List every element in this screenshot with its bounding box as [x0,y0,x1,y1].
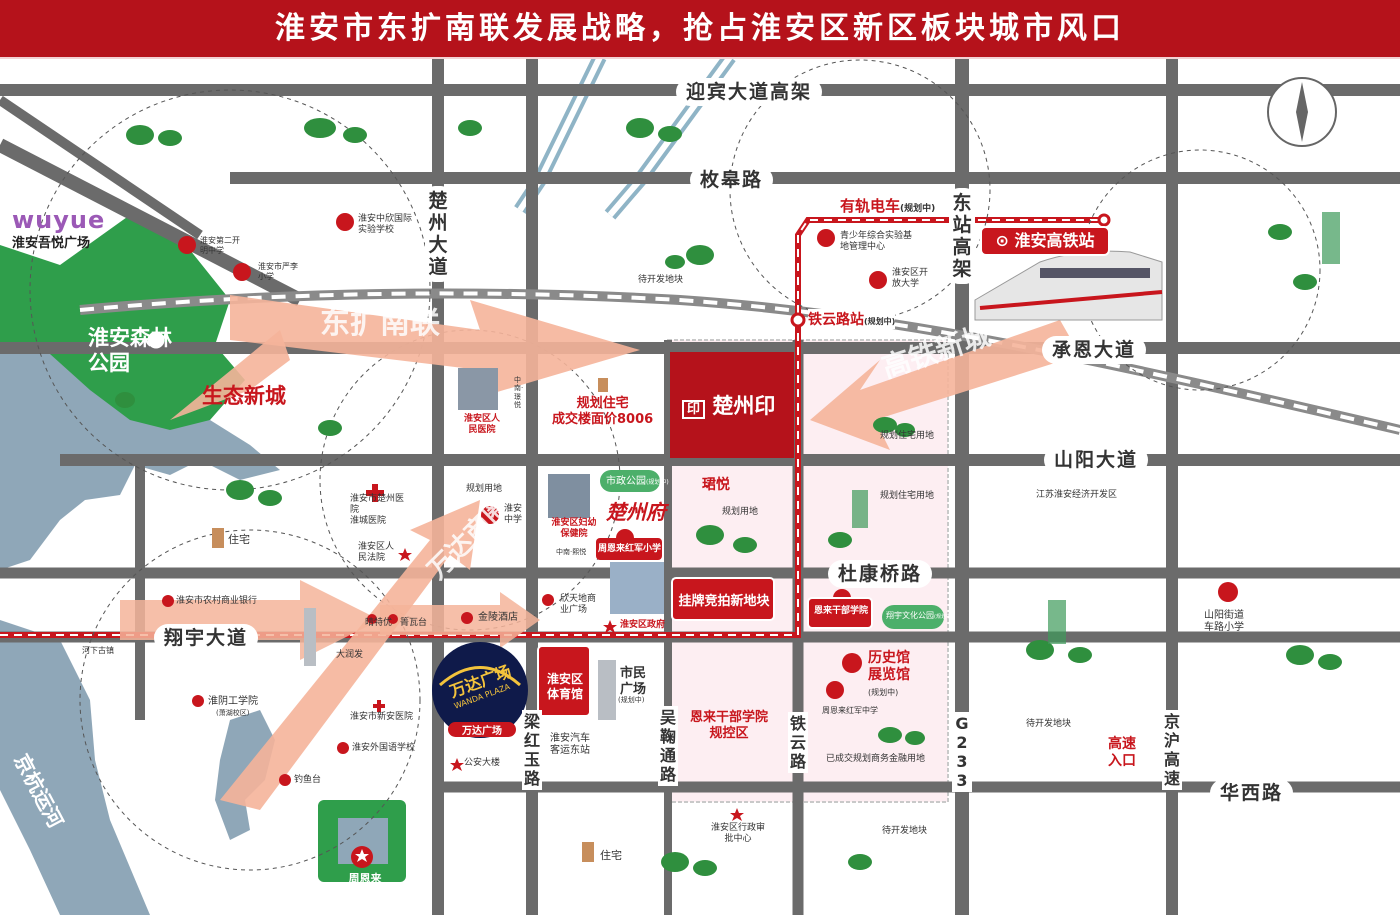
econ-zone-label: 江苏淮安经济开发区 [1036,490,1118,500]
road-shanyang: 山阳大道 [1044,446,1149,474]
finance-land-label: 已成交规划商务金融用地 [826,754,926,764]
foreign-school-label: 淮安外国语学校 [352,743,416,753]
road-huaxi: 华西路 [1210,779,1294,807]
college-label: 淮阴工学院 [208,696,258,707]
xinan-hospital-label: 淮安市新安医院 [350,712,414,722]
road-jinghu: 京沪高速 [1162,710,1182,790]
chuzhou-hospital-label: 淮安市楚州医院淮城医院 [350,494,405,526]
hexia-label: 河下古镇 [82,646,114,655]
civic-plaza-note: (规划中) [618,696,645,704]
pending-land-1: 待开发地块 [638,275,684,285]
road-dongzhan: 东站高架 [949,188,975,284]
highway-entry-label: 高速 入口 [1108,736,1136,769]
residence-label-2: 住宅 [600,849,622,862]
xintiandi-label: 欣天地商业广场 [560,594,597,615]
school-label: 淮安中学 [504,504,523,525]
gov-label: 淮安区政府 [620,620,666,630]
zhongnan-b-label: 中南·熙悦 [556,548,587,556]
darunfa-label: 大润发 [336,650,364,660]
rural-bank-label: 淮安市农村商业银行 [176,596,258,606]
jinling-label: 金陵酒店 [478,612,518,623]
enlai-school-label: 恩来干部学院 [813,606,868,616]
road-g233: G233 [952,712,972,792]
retuyou-label: 晴特优 [365,618,393,628]
road-yingbin: 迎宾大道高架 [676,78,823,106]
hospital-label: 淮安区人民医院 [463,414,500,435]
road-wujutong: 吴鞠通路 [658,706,678,786]
residence-label-1: 住宅 [228,533,250,546]
road-lianghongyu: 梁红玉路 [522,710,542,790]
approval-center-label: 淮安区行政审批中心 [710,823,765,844]
road-xiangyu: 翔宇大道 [154,624,259,652]
road-tieyun: 铁云路 [788,712,808,773]
wuyue-logo: wuyue [12,206,106,234]
train-icon [974,250,1163,321]
plan-house-land-2: 规划住宅用地 [880,491,935,501]
forest-park-label: 淮安森林公园 [88,326,172,375]
maternity-label: 淮安区妇幼保健院 [551,518,597,539]
culture-park-label: 翔宇文化公园(规划中) [886,611,953,620]
plan-land-label-2: 规划用地 [722,507,759,517]
top-banner: 淮安市东扩南联发展战略，抢占淮安区新区板块城市风口 [0,0,1400,59]
court-label: 淮安区人民法院 [358,542,395,563]
road-chengen: 承恩大道 [1042,336,1147,364]
kaiming-school-label: 淮安第二开明中学 [200,236,240,255]
road-dukangqiao: 杜康桥路 [828,560,933,588]
hongjun-middle-label: 周恩来红军中学 [822,706,878,715]
yanli-school-label: 淮安市严李小学 [258,262,298,281]
tram-label: 有轨电车(规划中) [840,197,936,215]
civic-park-label: 市政公园(规划中) [606,476,669,487]
eco-city-label: 生态新城 [202,384,286,408]
memorial-label: 周恩来纪念馆 [348,872,382,899]
gaotie-station-badge: ⊙ 淮安高铁站 [980,226,1110,256]
zhongxin-school-label: 淮安中欣国际实验学校 [358,214,413,235]
police-label: 公安大楼 [464,758,501,768]
banner-title: 淮安市东扩南联发展战略，抢占淮安区新区板块城市风口 [275,11,1125,46]
dongkuo-label: 东扩南联 [320,306,440,341]
chuzhouyin-label: 印 楚州印 [682,390,792,420]
wuyue-label: 淮安吾悦广场 [12,236,91,251]
youth-center-label: 青少年综合实验基地管理中心 [840,231,913,252]
junyue-label: 珺悦 [702,477,730,493]
shanyang-school-label: 山阳街道车路小学 [1204,610,1244,633]
listing-land-label: 挂牌竞拍新地块 [678,594,770,609]
enlai-control-area: 恩来干部学院 规控区 [690,710,769,741]
history-museum-label: 历史馆 展览馆 (规划中) [868,650,910,697]
compass-icon [1267,77,1337,147]
kaifang-label: 淮安区开放大学 [892,268,929,289]
road-chuzhou: 楚州大道 [425,186,451,282]
pending-land-3: 待开发地块 [882,826,928,836]
plan-price-label: 规划住宅 成交楼面价8006 [552,396,654,427]
college-note: (萧湖校区) [216,709,250,717]
plan-land-label-1: 规划用地 [466,484,503,494]
diaoyutai-label: 钓鱼台 [294,775,322,785]
trees [115,118,1342,876]
road-meigao: 枚皋路 [690,166,774,194]
zhongnan-label: 中南·璟悦 [514,376,524,410]
wanda-plaza-badge: 万达广场 [448,722,516,737]
hongjun-school-label: 周恩来红军小学 [598,544,662,554]
tieyun-station-label: 铁云路站(规划中) [808,309,896,329]
canal-water [0,620,150,915]
bus-station-label: 淮安汽车客运东站 [550,733,590,756]
civic-plaza-label: 市民广场 [620,666,647,697]
qiaowatai-label: 箐瓦台 [400,618,428,628]
plan-house-land-1: 规划住宅用地 [880,431,935,441]
train-icon: ⊙ [995,231,1009,250]
sports-hall-label: 淮安区 体育馆 [546,672,583,701]
pending-land-2: 待开发地块 [1026,719,1072,729]
chuzhoufu-label: 楚州府 [606,500,666,524]
chuzhouyin-block [670,352,794,458]
